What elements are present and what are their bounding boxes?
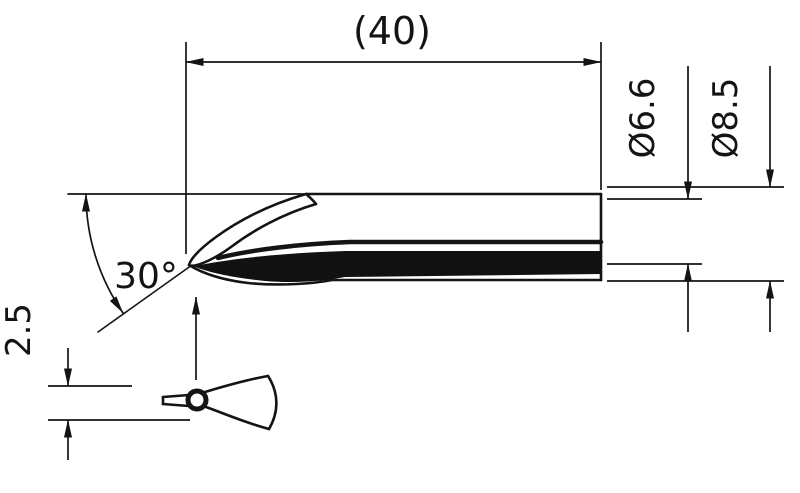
tip-bottom-view [161,374,278,431]
tip-end-ring [185,388,209,412]
dim-angle: 30° [67,193,307,333]
dim-diameter-outer: Ø8.5 [607,66,784,332]
dim-diameter-inner: Ø6.6 [607,66,702,332]
tip-bevel-corner [304,192,318,206]
diameter-outer-label: Ø8.5 [706,78,746,159]
fan-right-edge [266,374,278,431]
dim-thickness: 2.5 [0,303,190,460]
plating-stripe [215,239,604,261]
length-label: (40) [353,9,431,53]
tip-side-view [187,192,604,286]
tip-bevel-outer-edge [187,192,308,267]
dim-length: (40) [185,9,602,254]
fan-lower-edge [204,405,271,431]
angle-arc [82,193,124,314]
angle-flank-line [97,264,193,333]
tip-bevel-inner-edge [190,202,318,268]
diameter-inner-label: Ø6.6 [623,78,663,159]
thickness-label: 2.5 [0,303,39,357]
angle-label: 30° [114,256,178,297]
tail-bottom-edge [161,402,191,408]
tail-top-edge [161,393,191,399]
heater-band [193,251,601,283]
fan-upper-edge [203,374,270,394]
tip-bottom-outline [187,263,334,286]
